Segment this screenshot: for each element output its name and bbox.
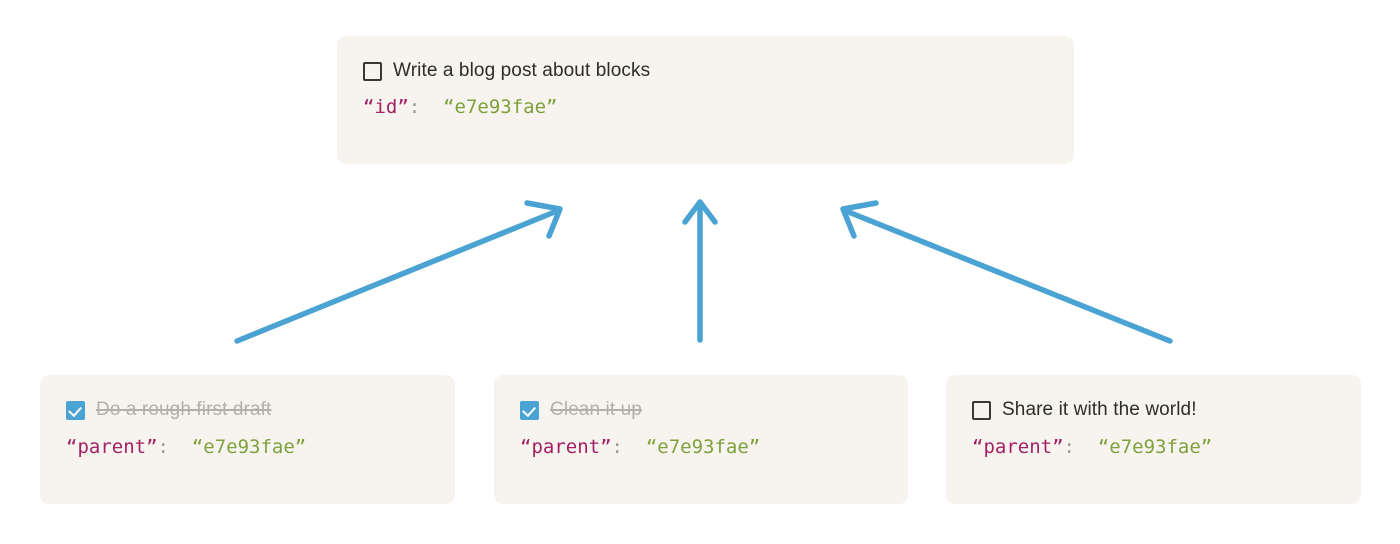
code-key: “parent”	[972, 436, 1064, 458]
child-3-task-row[interactable]: Share it with the world!	[972, 397, 1335, 423]
child-card-1[interactable]: Do a rough first draft “parent”: “e7e93f…	[40, 375, 455, 504]
code-colon: :	[408, 96, 421, 118]
arrow-child-3-to-root	[840, 200, 1173, 344]
code-space	[1075, 436, 1098, 458]
arrow-child-1-to-root	[234, 200, 563, 344]
code-colon: :	[1063, 436, 1075, 458]
code-key: “parent”	[66, 436, 158, 458]
code-value: “e7e93fae”	[1097, 436, 1213, 458]
code-colon: :	[611, 436, 623, 458]
code-key: “parent”	[520, 436, 612, 458]
child-card-2[interactable]: Clean it up “parent”: “e7e93fae”	[494, 375, 908, 504]
checkbox-checked-icon[interactable]	[66, 400, 85, 420]
child-2-task-label: Clean it up	[550, 399, 642, 420]
code-space	[169, 436, 192, 458]
code-value: “e7e93fae”	[645, 436, 761, 458]
root-code-line: “id”: “e7e93fae”	[363, 94, 1048, 120]
code-value: “e7e93fae”	[191, 436, 307, 458]
code-key: “id”	[363, 96, 409, 118]
child-2-task-row[interactable]: Clean it up	[520, 397, 882, 423]
child-1-task-row[interactable]: Do a rough first draft	[66, 397, 429, 423]
checkbox-checked-icon[interactable]	[520, 400, 539, 420]
code-space	[623, 436, 646, 458]
checkbox-empty-icon[interactable]	[972, 400, 991, 420]
code-colon: :	[157, 436, 169, 458]
code-space	[420, 96, 443, 118]
root-task-label: Write a blog post about blocks	[393, 60, 651, 81]
child-1-task-label: Do a rough first draft	[96, 399, 272, 420]
child-3-code-line: “parent”: “e7e93fae”	[972, 434, 1335, 460]
child-3-task-label: Share it with the world!	[1002, 399, 1197, 420]
child-card-3[interactable]: Share it with the world! “parent”: “e7e9…	[946, 375, 1361, 504]
checkbox-empty-icon[interactable]	[363, 61, 382, 81]
code-value: “e7e93fae”	[443, 96, 558, 118]
root-task-row[interactable]: Write a blog post about blocks	[363, 58, 1048, 84]
root-card[interactable]: Write a blog post about blocks “id”: “e7…	[337, 36, 1074, 164]
child-1-code-line: “parent”: “e7e93fae”	[66, 434, 429, 460]
arrow-child-2-to-root	[682, 199, 718, 343]
child-2-code-line: “parent”: “e7e93fae”	[520, 434, 882, 460]
